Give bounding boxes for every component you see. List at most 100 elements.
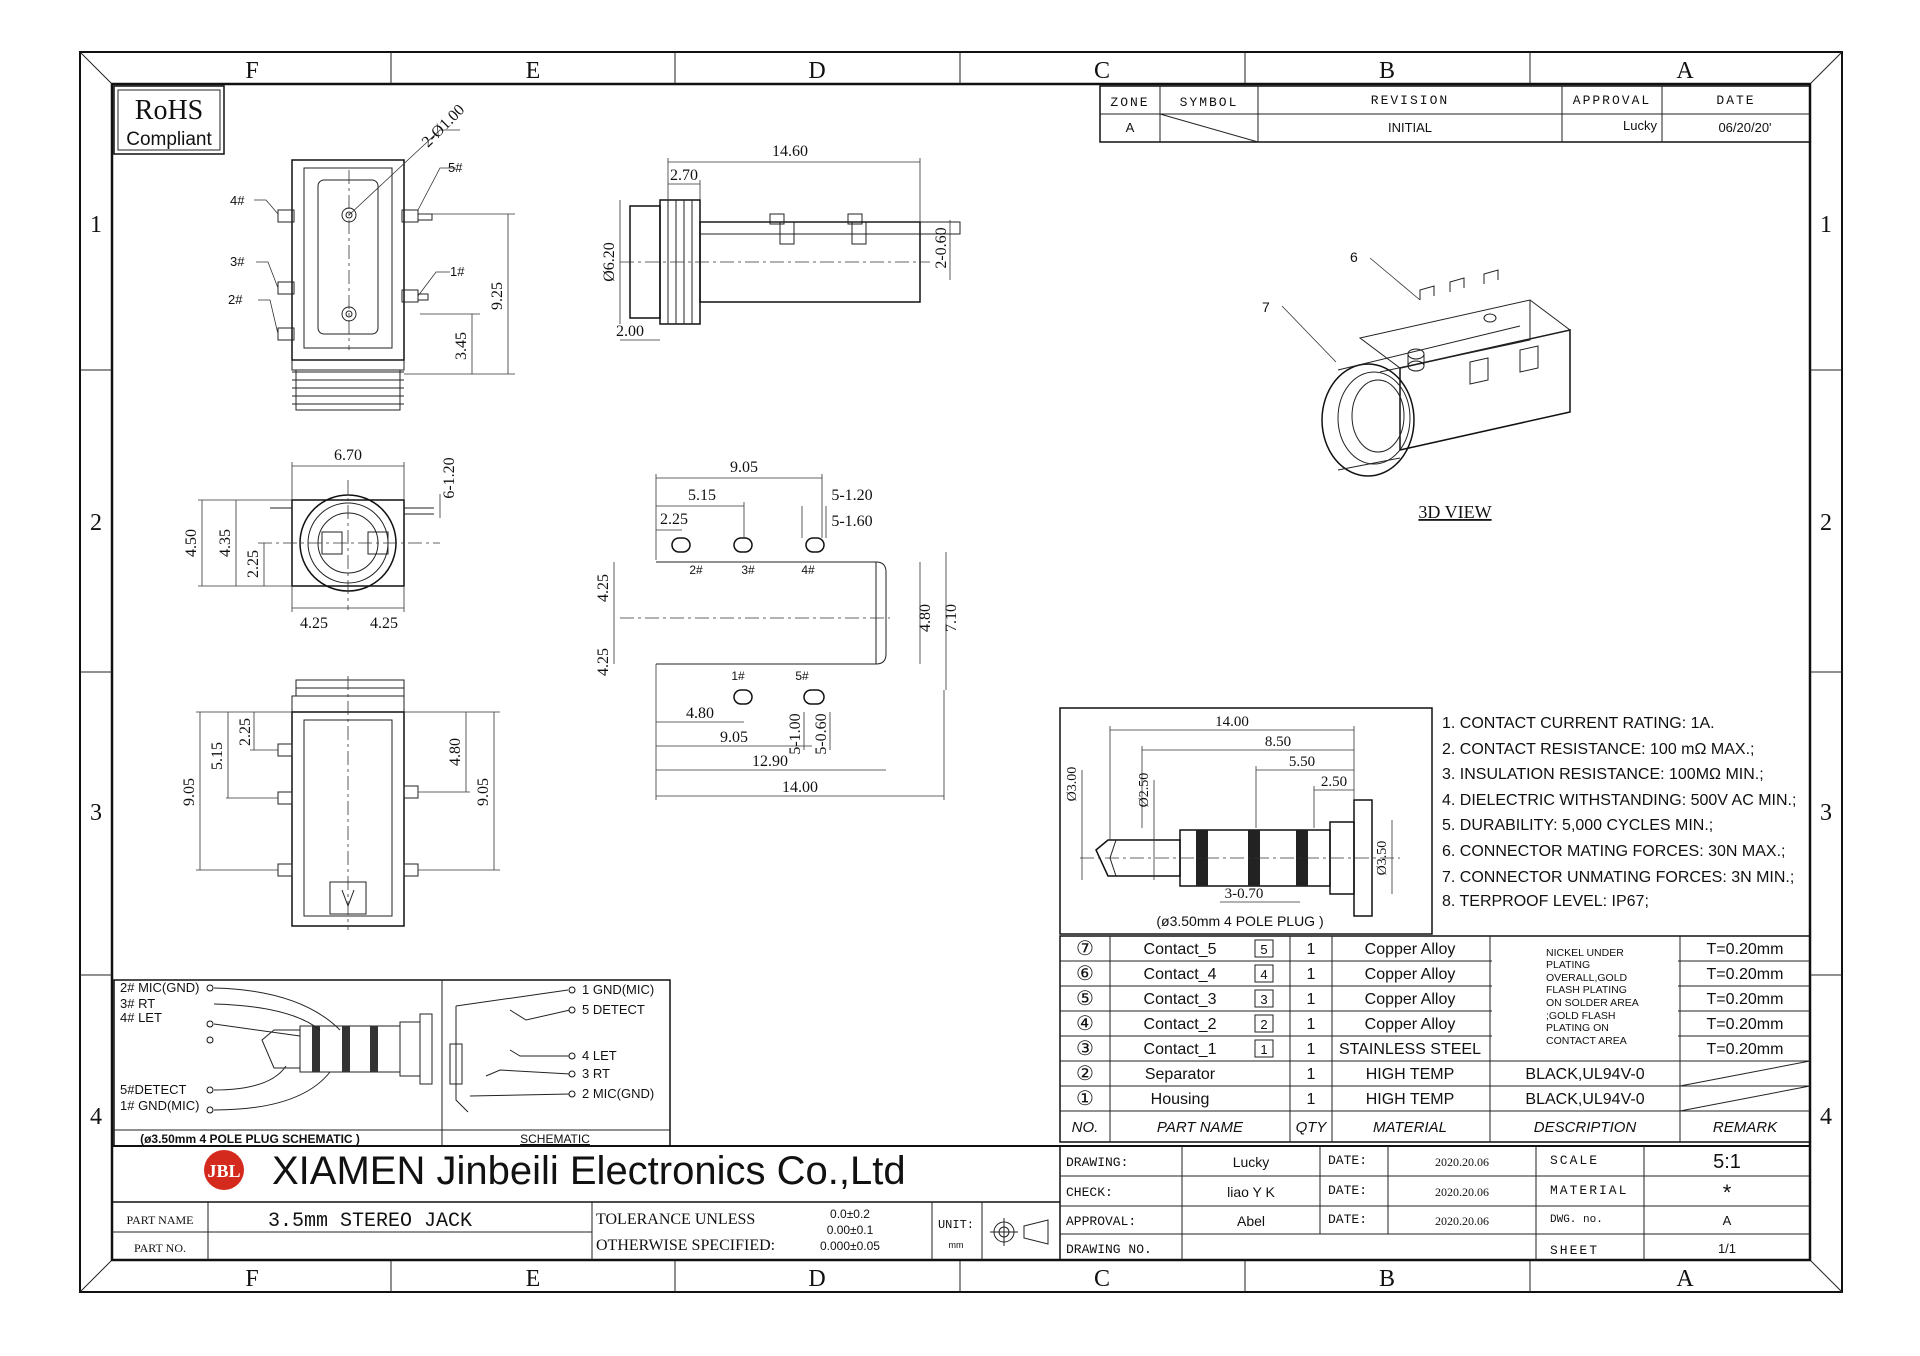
dim-label: Ø3.50 [1375,841,1390,876]
bom-no: ② [1076,1063,1094,1085]
rohs-title: RoHS [135,95,203,126]
bom-part-name: Contact_1 [1144,1041,1217,1058]
dim-label: 4.50 [183,529,200,557]
dim-label: 4.80 [686,705,714,722]
projection-symbol-icon [990,1218,1049,1246]
bom-material: STAINLESS STEEL [1339,1041,1481,1058]
bom-header: PART NAME [1157,1119,1244,1136]
bom-tag: 5 [1260,942,1267,957]
plug-schematic-caption: (ø3.50mm 4 POLE PLUG SCHEMATIC ) [140,1132,360,1146]
dim-label: 4.25 [300,615,328,632]
bom-qty: 1 [1307,991,1316,1008]
bom-part-name: Separator [1145,1066,1216,1083]
bom-remark: T=0.20mm [1707,941,1784,958]
dim-label: 2.25 [237,718,254,746]
bom-qty: 1 [1307,941,1316,958]
bom-header: QTY [1296,1119,1328,1136]
company-name: XIAMEN Jinbeili Electronics Co.,Ltd [272,1149,906,1193]
zone-row-left: 3 [90,800,102,826]
spec-line: 2. CONTACT RESISTANCE: 100 mΩ MAX.; [1442,741,1754,758]
dim-label: 4.80 [917,604,934,632]
pin-label: 5# [795,669,809,683]
spec-line: 4. DIELECTRIC WITHSTANDING: 500V AC MIN.… [1442,792,1796,809]
dim-label: 14.60 [772,143,808,160]
bom-tag: 2 [1260,1017,1267,1032]
rev-header-approval: APPROVAL [1573,93,1651,108]
bom-part-name: Contact_4 [1144,966,1217,983]
plating-line: FLASH PLATING [1546,984,1627,996]
check-label: CHECK: [1066,1185,1113,1200]
rev-zone: A [1126,120,1135,135]
tolerance-value: 0.00±0.1 [827,1223,874,1237]
dim-label: 5-1.20 [831,487,872,504]
dim-label: 14.00 [1215,714,1249,730]
iso-view: 6 7 3D VIEW [1262,249,1572,522]
bom-part-name: Contact_3 [1144,991,1217,1008]
bom-header: MATERIAL [1373,1119,1447,1136]
bom-tag: 1 [1260,1042,1267,1057]
side-view: 14.60 2.70 Ø6.20 2-0.60 2.00 [601,143,961,341]
bom-header: NO. [1072,1119,1099,1136]
zone-col-top: F [245,58,258,84]
company-logo: JBL [204,1150,244,1190]
bom-material: Copper Alloy [1365,1016,1456,1033]
bom-qty: 1 [1307,1016,1316,1033]
front-view: 6.70 6-1.20 4.50 4.35 2.25 4.25 4.25 [183,447,458,632]
iso-callout: 6 [1350,249,1358,265]
bom-qty: 1 [1307,1066,1316,1083]
rohs-subtitle: Compliant [126,129,212,150]
schematic-label: 2 MIC(GND) [582,1086,654,1101]
approved-by: Abel [1237,1213,1265,1229]
spec-line: 8. TERPROOF LEVEL: IP67; [1442,893,1649,910]
dim-label: 2.50 [1321,774,1347,790]
pin-label: 1# [450,264,465,279]
dim-label: 6.70 [334,447,362,464]
bom-material: HIGH TEMP [1366,1091,1455,1108]
inner-border [110,82,1812,1262]
zone-dividers [80,52,1842,1292]
date-value: 2020.20.06 [1435,1155,1489,1169]
date-value: 2020.20.06 [1435,1214,1489,1228]
dim-label: 5.15 [688,487,716,504]
top-view: 4# 5# 3# 1# 2# 2-Ø1.00 9.25 3.45 [228,101,515,411]
pcb-footprint: 9.05 5.15 2.25 5-1.20 5-1.60 4.25 4.25 4… [595,459,960,800]
plating-line: ON SOLDER AREA [1546,997,1639,1009]
drawn-by: Lucky [1233,1154,1270,1170]
plating-line: PLATING [1546,959,1590,971]
schematic-label: 1 GND(MIC) [582,982,654,997]
material-label: MATERIAL [1550,1183,1628,1198]
dim-label: 12.90 [752,753,788,770]
bom-remark: T=0.20mm [1707,991,1784,1008]
spec-line: 5. DURABILITY: 5,000 CYCLES MIN.; [1442,817,1713,834]
tolerance-value: 0.0±0.2 [830,1207,870,1221]
bom-material: Copper Alloy [1365,991,1456,1008]
plating-line: CONTACT AREA [1546,1035,1627,1047]
bom-qty: 1 [1307,1041,1316,1058]
plug-pin-label: 5#DETECT [120,1082,187,1097]
logo-text: JBL [207,1161,240,1181]
plug-drawing: 14.00 8.50 5.50 2.50 Ø3.00 Ø2.50 Ø3.50 3… [1059,707,1433,935]
dim-label: 9.05 [730,459,758,476]
pin-label: 3# [230,254,245,269]
bom-no: ③ [1076,1038,1094,1060]
pin-label: 4# [230,193,245,208]
zone-col-bottom: D [808,1266,825,1292]
rev-approval: Lucky [1623,118,1657,133]
part-name-label: PART NAME [127,1213,194,1227]
iso-view-label: 3D VIEW [1418,502,1491,522]
zone-col-bottom: B [1379,1266,1395,1292]
date-label: DATE: [1328,1183,1367,1198]
bom-tag: 3 [1260,992,1267,1007]
pin-label: 2# [228,292,243,307]
dwg-label: DWG. no. [1550,1214,1603,1226]
spec-line: 3. INSULATION RESISTANCE: 100MΩ MIN.; [1442,766,1764,783]
zone-col-top: E [526,58,541,84]
dim-label: 3-0.70 [1225,886,1264,902]
sheet-label: SHEET [1550,1243,1599,1258]
bom-no: ① [1076,1088,1094,1110]
bom-qty: 1 [1307,966,1316,983]
schematic-label: 4 LET [582,1048,617,1063]
revision-table: ZONE SYMBOL REVISION APPROVAL DATE A INI… [1099,85,1811,143]
dim-label: 9.25 [489,282,506,310]
